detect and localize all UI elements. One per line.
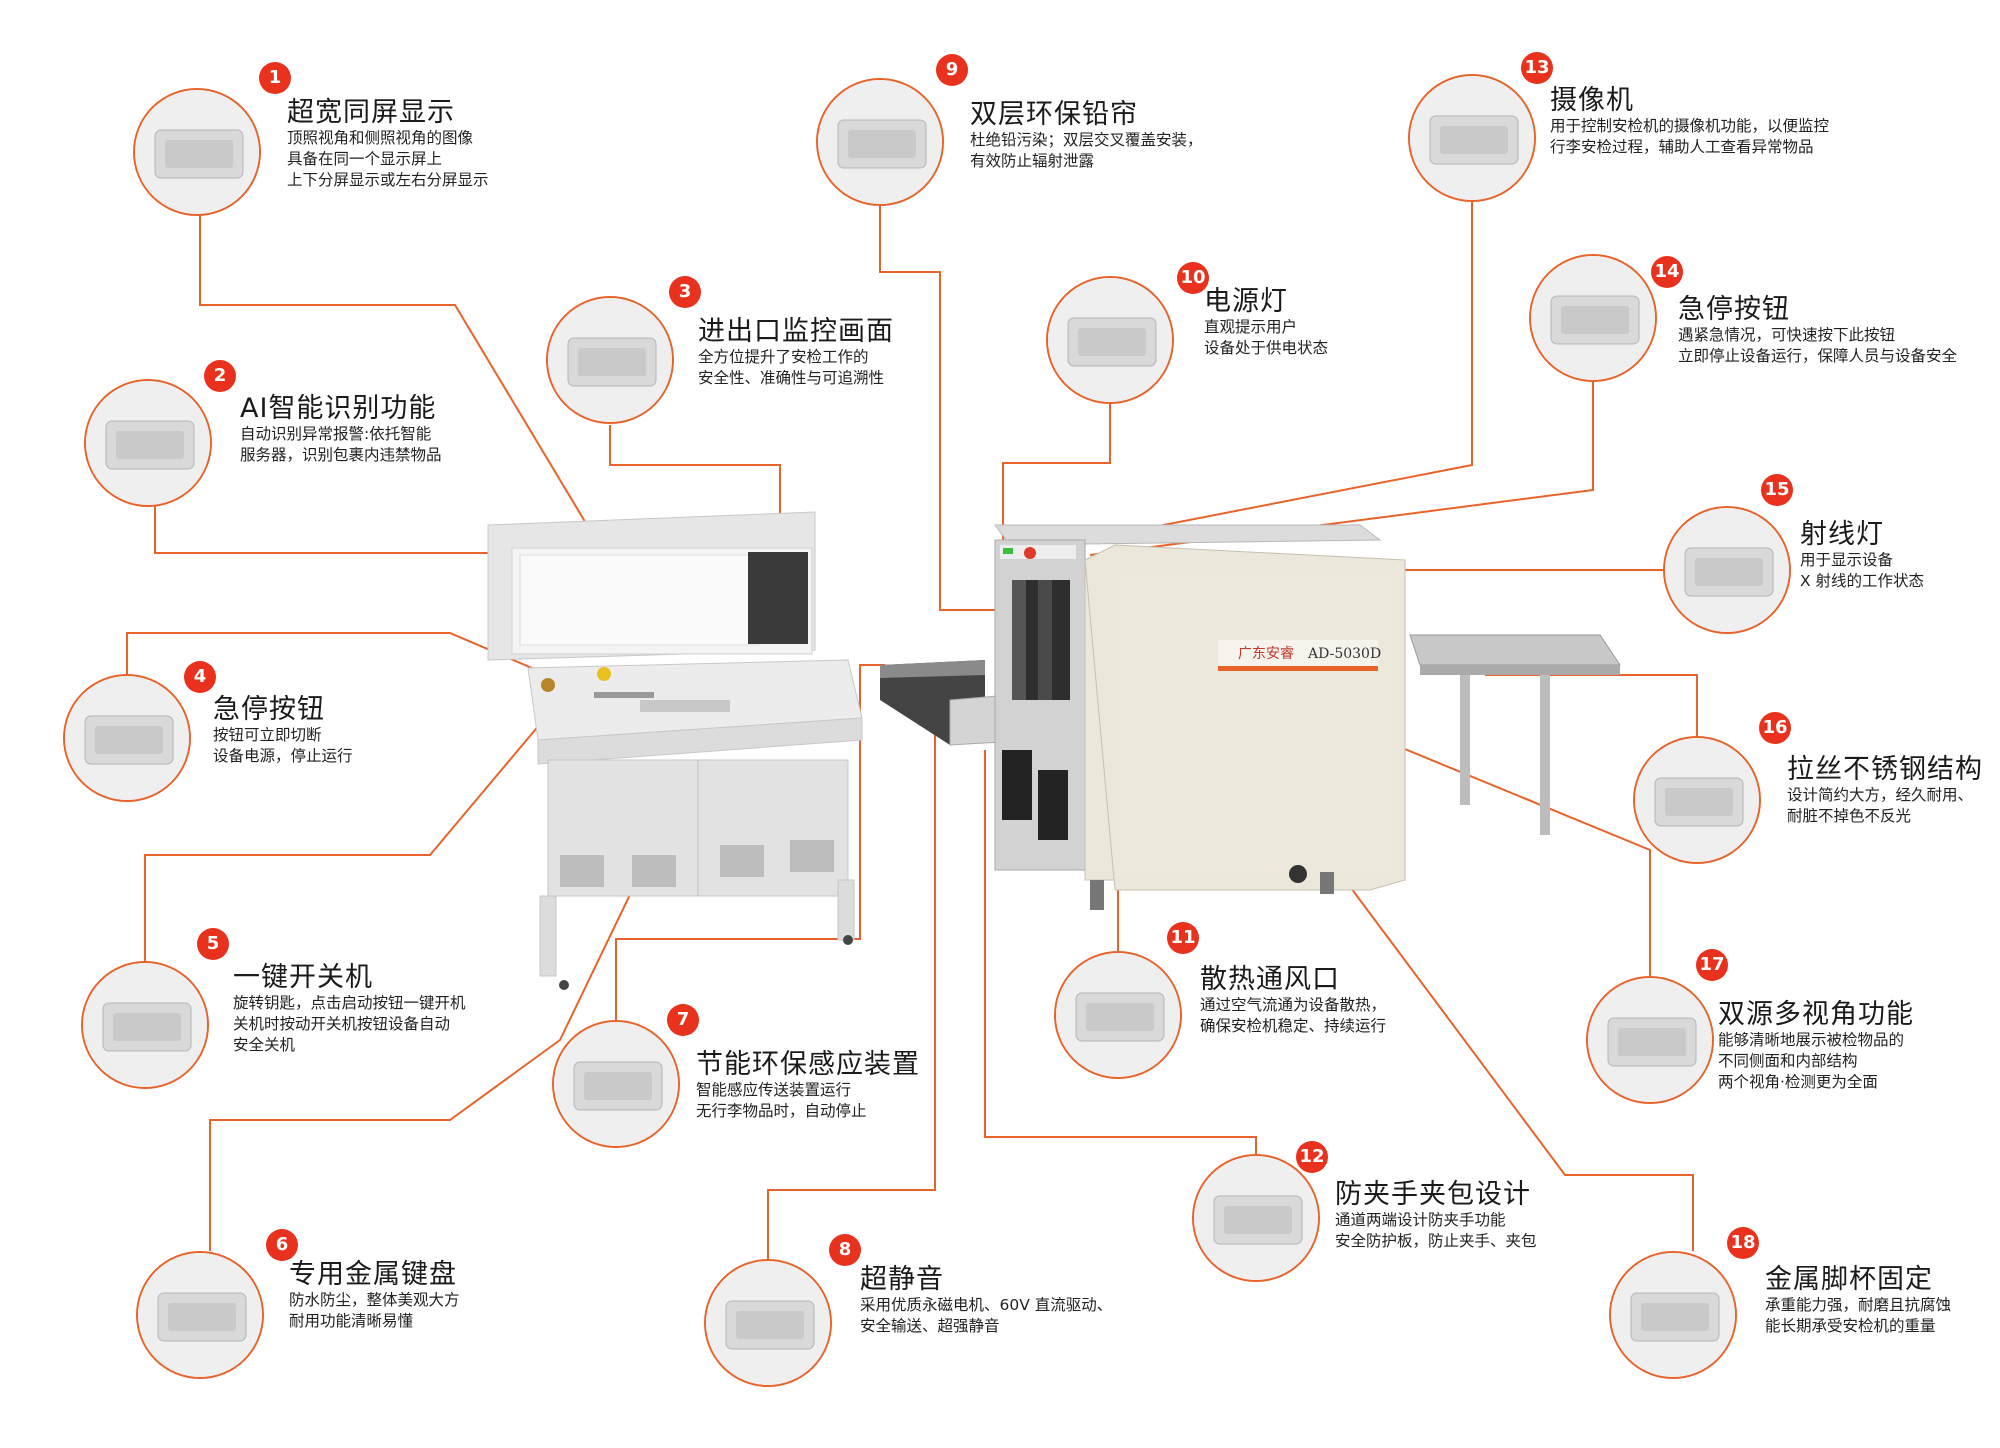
lead-curtain-icon	[816, 78, 944, 206]
key-switch-icon	[81, 961, 209, 1089]
machine-brand: 广东安睿	[1238, 646, 1294, 662]
scanner-body: 广东安睿 AD-5030D	[994, 524, 1406, 910]
dual-source-icon	[1586, 976, 1714, 1104]
feature-title: 进出口监控画面	[698, 316, 894, 347]
feature-number-badge: 17	[1696, 949, 1728, 981]
feature-number-badge: 8	[829, 1234, 861, 1266]
feature-number-badge: 6	[266, 1229, 298, 1261]
feature-number-badge: 4	[184, 661, 216, 693]
feature-number-badge: 13	[1521, 52, 1553, 84]
feature-title: 射线灯	[1800, 519, 1884, 550]
machine-model: AD-5030D	[1307, 646, 1381, 662]
feature-description: 全方位提升了安检工作的安全性、准确性与可追溯性	[698, 348, 885, 387]
dual-view-screen-icon	[133, 88, 261, 216]
monitor-feed-icon	[546, 296, 674, 424]
feature-number-badge: 16	[1759, 712, 1791, 744]
emergency-stop-icon	[63, 674, 191, 802]
camera-icon	[1408, 74, 1536, 202]
feature-title: 专用金属键盘	[289, 1259, 457, 1290]
feature-number-badge: 3	[669, 276, 701, 308]
conveyor-belt-icon	[704, 1259, 832, 1387]
feature-title: 金属脚杯固定	[1765, 1264, 1933, 1295]
feature-description: 承重能力强，耐磨且抗腐蚀能长期承受安检机的重量	[1765, 1296, 1952, 1335]
stainless-steel-icon	[1633, 736, 1761, 864]
anti-pinch-icon	[1192, 1154, 1320, 1282]
feature-description: 用于控制安检机的摄像机功能，以便监控行李安检过程，辅助人工查看异常物品	[1550, 117, 1830, 156]
emergency-stop-icon	[1529, 254, 1657, 382]
feature-title: 双源多视角功能	[1718, 999, 1914, 1030]
feature-description: 遇紧急情况，可快速按下此按钮立即停止设备运行，保障人员与设备安全	[1678, 326, 1958, 365]
feature-description: 智能感应传送装置运行无行李物品时，自动停止	[696, 1081, 867, 1120]
feature-number-badge: 12	[1296, 1141, 1328, 1173]
feature-number-badge: 7	[667, 1004, 699, 1036]
feature-number-badge: 18	[1727, 1227, 1759, 1259]
sensor-icon	[552, 1020, 680, 1148]
xray-light-icon	[1663, 506, 1791, 634]
feature-description: 采用优质永磁电机、60V 直流驱动、安全输送、超强静音	[860, 1296, 1113, 1335]
feature-title: 急停按钮	[1678, 294, 1790, 325]
feature-number-badge: 10	[1177, 262, 1209, 294]
feature-title: 拉丝不锈钢结构	[1787, 754, 1983, 785]
feature-description: 防水防尘，整体美观大方耐用功能清晰易懂	[289, 1291, 460, 1330]
feature-description: 杜绝铅污染；双层交叉覆盖安装，有效防止辐射泄露	[970, 131, 1203, 170]
feature-title: 电源灯	[1204, 286, 1288, 317]
feature-title: 一键开关机	[233, 962, 373, 993]
feature-description: 旋转钥匙，点击启动按钮一键开机关机时按动开关机按钮设备自动安全关机	[233, 994, 466, 1054]
feature-title: 超静音	[860, 1264, 944, 1295]
feature-number-badge: 2	[204, 360, 236, 392]
feature-description: 直观提示用户设备处于供电状态	[1204, 318, 1329, 357]
feature-number-badge: 9	[936, 54, 968, 86]
feature-description: 能够清晰地展示被检物品的不同侧面和内部结构两个视角·检测更为全面	[1718, 1031, 1905, 1091]
feature-number-badge: 11	[1167, 922, 1199, 954]
feature-title: 节能环保感应装置	[696, 1049, 920, 1080]
feature-title: 双层环保铅帘	[970, 99, 1138, 130]
operator-console	[487, 511, 863, 990]
power-light-icon	[1046, 276, 1174, 404]
feature-description: 通道两端设计防夹手功能安全防护板，防止夹手、夹包	[1335, 1211, 1537, 1250]
feature-title: 摄像机	[1550, 85, 1634, 116]
feature-description: 通过空气流通为设备散热，确保安检机稳定、持续运行	[1200, 996, 1387, 1035]
feature-title: 防夹手夹包设计	[1335, 1179, 1531, 1210]
feature-number-badge: 5	[197, 928, 229, 960]
feature-number-badge: 15	[1761, 474, 1793, 506]
feature-description: 自动识别异常报警:依托智能服务器，识别包裹内违禁物品	[240, 425, 442, 464]
feature-title: 急停按钮	[213, 694, 325, 725]
exit-conveyor	[1409, 634, 1621, 835]
metal-foot-icon	[1609, 1251, 1737, 1379]
feature-title: 散热通风口	[1200, 964, 1340, 995]
feature-title: 超宽同屏显示	[287, 97, 455, 128]
feature-number-badge: 1	[259, 62, 291, 94]
ai-detection-screen-icon	[84, 379, 212, 507]
cooling-fan-icon	[1054, 951, 1182, 1079]
feature-title: AI智能识别功能	[240, 393, 437, 424]
feature-description: 顶照视角和侧照视角的图像具备在同一个显示屏上上下分屏显示或左右分屏显示	[287, 129, 489, 189]
feature-number-badge: 14	[1651, 256, 1683, 288]
metal-keyboard-icon	[136, 1251, 264, 1379]
feature-description: 设计简约大方，经久耐用、耐脏不掉色不反光	[1787, 786, 1974, 825]
feature-description: 按钮可立即切断设备电源，停止运行	[213, 726, 353, 765]
